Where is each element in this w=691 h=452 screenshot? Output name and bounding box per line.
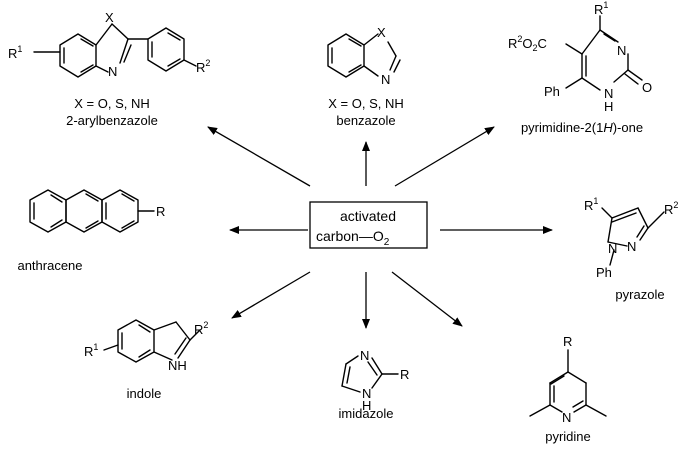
arrows — [207, 126, 553, 329]
structure-anthracene: R anthracene — [17, 189, 165, 273]
structure-pyrazole: R1 R2 N N Ph pyrazole — [584, 196, 678, 302]
structure-indole: R1 R2 NH indole — [84, 319, 208, 401]
benzazole-name: benzazole — [336, 113, 395, 128]
pyrimidinone-Ph: Ph — [544, 84, 560, 99]
arrow-to-indole — [231, 271, 311, 319]
pyrazole-R2: R2 — [664, 200, 678, 217]
pyrimidinone-R1: R1 — [594, 0, 608, 17]
pyrazole-Ph: Ph — [596, 265, 612, 280]
pyrimidinone-H: H — [604, 99, 613, 114]
indole-R2: R2 — [194, 320, 208, 337]
structure-imidazole: N N H R imidazole — [339, 348, 410, 421]
arylbenzazole-name: 2-arylbenzazole — [66, 113, 158, 128]
center-reagent-box: activated carbon—O2 — [309, 201, 428, 249]
anthracene-name: anthracene — [17, 258, 82, 273]
pyridine-N: N — [562, 410, 571, 425]
anthracene-R: R — [156, 204, 165, 219]
center-line1: activated — [340, 208, 396, 224]
arrow-to-arylbenzazole — [207, 126, 311, 187]
pyridine-name: pyridine — [545, 429, 591, 444]
pyrazole-N2: N — [627, 239, 636, 254]
benzazole-X: X — [377, 25, 386, 40]
pyrimidinone-N1: N — [604, 86, 613, 101]
structure-pyridine: R N pyridine — [529, 334, 607, 444]
arylbenzazole-N: N — [108, 64, 117, 79]
pyrazole-name: pyrazole — [615, 287, 664, 302]
arrow-to-pyrimidinone — [394, 126, 495, 187]
indole-name: indole — [127, 386, 162, 401]
benzazole-condition: X = O, S, NH — [328, 96, 404, 111]
imidazole-name: imidazole — [339, 406, 394, 421]
imidazole-H: H — [362, 398, 371, 413]
arylbenzazole-R2: R2 — [196, 58, 210, 75]
structure-pyrimidinone: R1 N O N H R2O2C Ph pyrimidine-2(1H)-one — [508, 0, 652, 135]
imidazole-N3: N — [360, 348, 369, 363]
imidazole-R: R — [400, 367, 409, 382]
arrow-to-pyridine — [391, 271, 463, 327]
pyrimidinone-ester: R2O2C — [508, 34, 547, 53]
benzazole-N: N — [381, 72, 390, 87]
structure-benzazole: X N X = O, S, NH benzazole — [327, 25, 404, 128]
pyridine-R: R — [563, 334, 572, 349]
imidazole-N1: N — [362, 386, 371, 401]
arylbenzazole-R1: R1 — [8, 44, 22, 61]
structure-arylbenzazole: X N R1 R2 X = O, S, NH 2-arylbenzazole — [8, 10, 210, 128]
arylbenzazole-condition: X = O, S, NH — [74, 96, 150, 111]
indole-R1: R1 — [84, 342, 98, 359]
pyrimidinone-N3: N — [617, 43, 626, 58]
pyrimidinone-O: O — [642, 80, 652, 95]
pyrazole-N1: N — [608, 241, 617, 256]
center-line2: carbon—O2 — [316, 228, 390, 248]
pyrimidinone-name: pyrimidine-2(1H)-one — [521, 120, 643, 135]
pyrazole-R1: R1 — [584, 196, 598, 213]
indole-NH: NH — [168, 358, 187, 373]
arylbenzazole-X: X — [105, 10, 114, 25]
